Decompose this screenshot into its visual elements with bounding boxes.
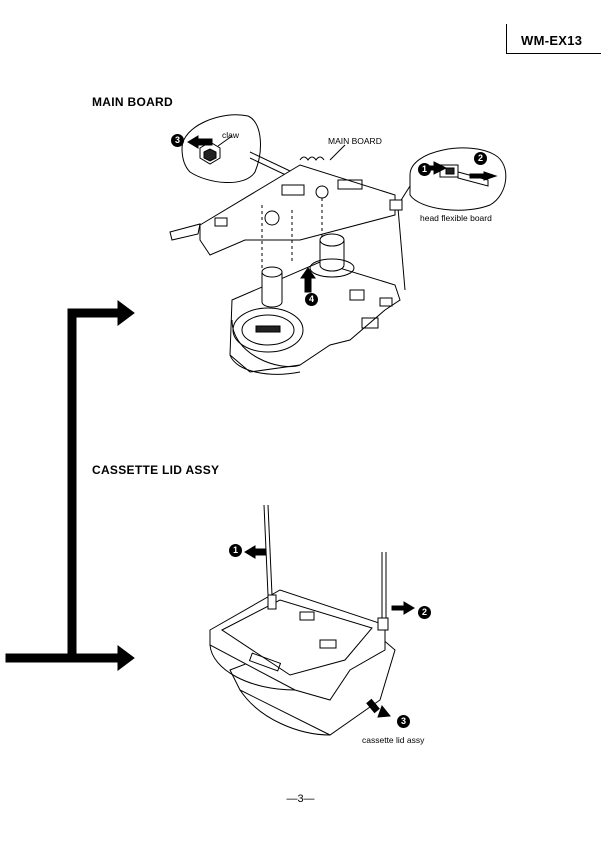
cassette-lid-assy-label: cassette lid assy	[362, 735, 425, 745]
section-title-cassette-lid-assy: CASSETTE LID ASSY	[92, 463, 220, 477]
section-title-main-board: MAIN BOARD	[92, 95, 173, 109]
step-badge-2: 2	[474, 152, 487, 165]
lid-step-badge-1: 1	[229, 544, 242, 557]
model-number: WM-EX13	[521, 33, 583, 48]
head-flexible-board-label: head flexible board	[420, 213, 492, 223]
model-frame	[506, 24, 601, 54]
main-board-label: MAIN BOARD	[328, 136, 382, 146]
page-number: —3—	[286, 793, 315, 805]
flow-arrow	[5, 300, 135, 671]
claw-label: claw	[222, 130, 240, 140]
step-arrows-cassette-lid	[244, 545, 415, 718]
step-arrows-main-board	[187, 135, 498, 293]
step-badge-4: 4	[305, 293, 318, 306]
step-badge-3: 3	[171, 134, 184, 147]
lid-step-badge-3: 3	[397, 715, 410, 728]
cassette-lid-drawing	[209, 504, 396, 736]
lid-step-badge-2: 2	[418, 606, 431, 619]
main-board-drawing	[169, 114, 507, 375]
step-badge-1: 1	[418, 163, 431, 176]
